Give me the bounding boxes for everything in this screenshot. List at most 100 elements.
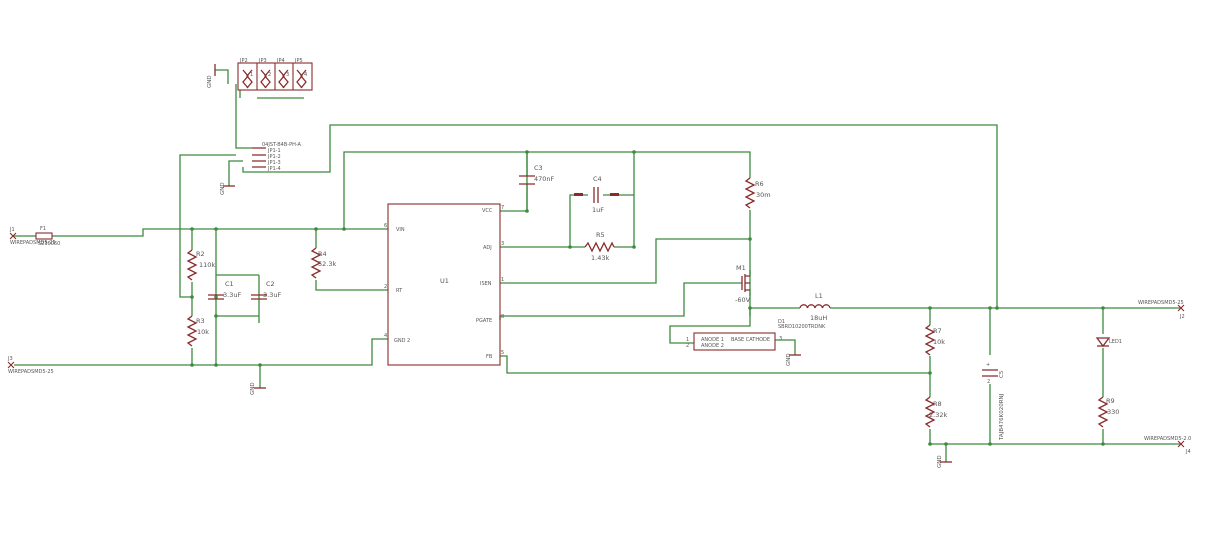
svg-text:JP1-2: JP1-2	[267, 154, 281, 160]
r4-resistor: R4 52.3k	[310, 247, 336, 279]
svg-text:JP1-3: JP1-3	[267, 160, 281, 166]
svg-text:1: 1	[250, 72, 253, 78]
svg-text:3: 3	[286, 72, 289, 78]
svg-text:8: 8	[501, 314, 504, 320]
svg-text:10k: 10k	[197, 328, 209, 336]
d1-diode: ANODE 1 ANODE 2 BASE CATHODE 1 2 3 D1 SB…	[686, 319, 826, 351]
svg-text:30m: 30m	[756, 191, 771, 199]
svg-text:GND: GND	[250, 382, 256, 395]
svg-text:52.3k: 52.3k	[318, 260, 336, 268]
svg-text:04JST-B4B-PH-A: 04JST-B4B-PH-A	[262, 142, 302, 148]
r6-resistor: R6 30m	[744, 177, 771, 209]
svg-text:330: 330	[1107, 408, 1119, 416]
svg-text:7: 7	[501, 205, 504, 211]
svg-text:WIREPADSMD5-25: WIREPADSMD5-25	[8, 369, 54, 375]
svg-text:L1: L1	[815, 292, 823, 300]
c5-capacitor: + 2 C5 TAJB476K020RNJ	[982, 362, 1005, 441]
gnd-symbols: GND GND GND GND GND	[207, 64, 952, 468]
j2-terminal: WIREPADSMD5-25 J2	[1138, 300, 1185, 320]
header-jp: JP2 JP3 JP4 JP5 1 2 3 4	[237, 58, 313, 91]
svg-text:6: 6	[384, 223, 387, 229]
svg-text:JP4: JP4	[276, 58, 285, 64]
svg-text:WIREPADSMD5-25: WIREPADSMD5-25	[1138, 300, 1184, 306]
svg-text:GND: GND	[786, 353, 792, 366]
svg-text:VCC: VCC	[482, 208, 493, 214]
svg-text:-60V: -60V	[735, 296, 751, 304]
svg-text:RT: RT	[396, 288, 403, 294]
svg-text:JP1-4: JP1-4	[267, 166, 281, 172]
svg-text:10k: 10k	[933, 338, 945, 346]
svg-text:C1: C1	[225, 280, 234, 288]
svg-text:J3: J3	[7, 356, 13, 362]
svg-text:LED1: LED1	[1109, 339, 1122, 345]
j3-terminal: J3 WIREPADSMD5-25	[7, 356, 54, 375]
svg-text:J1: J1	[9, 227, 15, 233]
svg-text:5: 5	[501, 350, 504, 356]
r9-resistor: R9 330	[1097, 396, 1119, 428]
wires	[14, 69, 1180, 462]
svg-text:C5: C5	[999, 370, 1005, 378]
svg-text:WIREPADSMD5-2.0: WIREPADSMD5-2.0	[1144, 436, 1191, 442]
svg-text:2.32k: 2.32k	[929, 411, 947, 419]
r5-resistor: R5 1.43k	[584, 231, 615, 262]
svg-text:ANODE 2: ANODE 2	[701, 343, 724, 349]
svg-text:R9: R9	[1106, 397, 1115, 405]
svg-text:1: 1	[501, 277, 504, 283]
svg-text:ANODE 1: ANODE 1	[701, 337, 724, 343]
svg-text:+: +	[986, 362, 990, 368]
c4-capacitor: C4 1uF	[574, 175, 619, 214]
svg-text:M1: M1	[736, 264, 746, 272]
svg-text:GND: GND	[220, 182, 226, 195]
svg-text:R3: R3	[196, 317, 205, 325]
j4-terminal: WIREPADSMD5-2.0 J4	[1144, 436, 1191, 455]
svg-text:R8: R8	[933, 400, 942, 408]
svg-text:TAJB476K020RNJ: TAJB476K020RNJ	[999, 393, 1005, 441]
svg-text:470nF: 470nF	[534, 175, 555, 183]
svg-text:C3: C3	[534, 164, 543, 172]
svg-text:WIREPADSMD5-25: WIREPADSMD5-25	[10, 240, 56, 246]
svg-text:J4: J4	[1185, 449, 1191, 455]
svg-text:GND 2: GND 2	[394, 338, 410, 344]
r3-resistor: R3 10k	[186, 315, 209, 347]
svg-text:GND: GND	[937, 455, 943, 468]
svg-text:FB: FB	[486, 354, 493, 360]
f1-fuse: F1 S230060	[35, 226, 60, 247]
svg-text:4: 4	[384, 333, 387, 339]
svg-text:BASE CATHODE: BASE CATHODE	[731, 337, 770, 343]
svg-text:110k: 110k	[199, 261, 215, 269]
svg-text:R2: R2	[196, 250, 205, 258]
m1-mosfet: M1 -60V	[735, 264, 751, 304]
junctions	[190, 150, 1105, 446]
svg-text:VIN: VIN	[396, 227, 405, 233]
svg-text:2: 2	[268, 72, 271, 78]
svg-text:JP2: JP2	[239, 58, 248, 64]
svg-text:1: 1	[686, 337, 689, 343]
svg-text:ADJ: ADJ	[483, 245, 492, 251]
u1-ic: U1 VIN RT GND 2 VCC ADJ ISEN PGATE FB 6 …	[384, 203, 504, 366]
svg-text:JP1-1: JP1-1	[267, 148, 281, 154]
svg-text:2: 2	[987, 379, 990, 385]
svg-text:JP3: JP3	[258, 58, 267, 64]
svg-text:SBRD10200TRDNK: SBRD10200TRDNK	[778, 324, 826, 330]
r7-resistor: R7 10k	[924, 324, 945, 356]
svg-text:D1: D1	[778, 319, 785, 325]
r2-resistor: R2 110k	[186, 249, 215, 281]
svg-text:1.43k: 1.43k	[591, 254, 609, 262]
svg-text:C4: C4	[593, 175, 602, 183]
svg-text:R6: R6	[755, 180, 764, 188]
svg-text:U1: U1	[440, 277, 449, 285]
svg-text:3.3uF: 3.3uF	[223, 291, 241, 299]
svg-text:R5: R5	[596, 231, 605, 239]
svg-text:C2: C2	[266, 280, 275, 288]
led1: LED1	[1095, 337, 1122, 348]
l1-inductor: L1 18uH	[799, 292, 831, 322]
svg-text:ISEN: ISEN	[480, 281, 492, 287]
j1-terminal: J1 WIREPADSMD5-25	[9, 227, 56, 246]
svg-text:4: 4	[304, 72, 307, 78]
svg-text:18uH: 18uH	[810, 314, 827, 322]
svg-text:R7: R7	[933, 327, 942, 335]
svg-text:GND: GND	[207, 75, 213, 88]
svg-text:J2: J2	[1179, 314, 1185, 320]
svg-text:2: 2	[686, 343, 689, 349]
